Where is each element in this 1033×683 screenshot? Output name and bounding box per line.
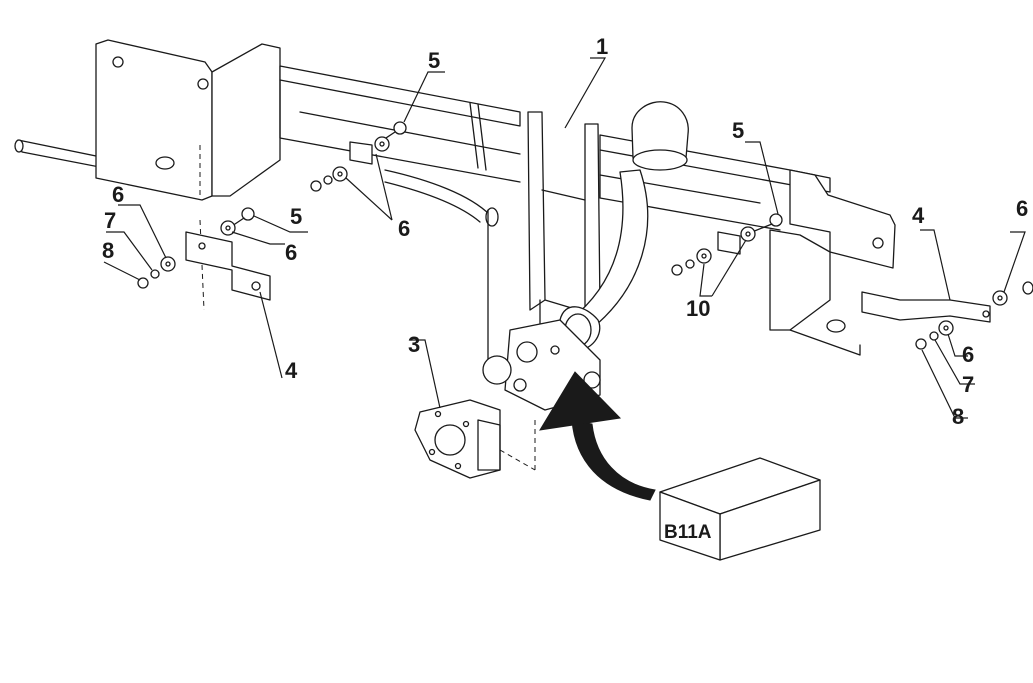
callout-6-left: 6 bbox=[112, 182, 124, 207]
right-bracket-plate bbox=[861, 291, 991, 323]
left-bracket-plate bbox=[185, 231, 271, 301]
spacer-plates bbox=[349, 141, 741, 255]
fastener-bolt-set-1 bbox=[310, 121, 407, 192]
callout-5-top: 5 bbox=[428, 48, 440, 73]
callout-4-right: 4 bbox=[912, 203, 925, 228]
fastener-bolt-set-4 bbox=[915, 281, 1033, 350]
crossbar-beam bbox=[95, 39, 896, 356]
callout-10: 10 bbox=[686, 296, 710, 321]
b11a-label: B11A bbox=[664, 522, 712, 543]
callout-6-left-bolt: 6 bbox=[285, 240, 297, 265]
callout-5-left: 5 bbox=[290, 204, 302, 229]
alignment-lines bbox=[199, 145, 536, 471]
callout-6-far-right: 6 bbox=[1016, 196, 1028, 221]
callout-6-right: 6 bbox=[962, 342, 974, 367]
callout-5-right: 5 bbox=[732, 118, 744, 143]
callout-6-center: 6 bbox=[398, 216, 410, 241]
callout-7-left: 7 bbox=[104, 208, 116, 233]
support-tube bbox=[384, 169, 499, 227]
fastener-bolt-set-2 bbox=[137, 207, 255, 289]
callout-labels: 1 3 4 4 5 5 5 6 6 6 6 6 7 7 8 8 10 bbox=[102, 34, 1028, 429]
callout-8-left: 8 bbox=[102, 238, 114, 263]
socket-plate bbox=[414, 399, 501, 479]
callout-8-right: 8 bbox=[952, 404, 964, 429]
callout-1: 1 bbox=[596, 34, 608, 59]
b11a-part-box: B11A bbox=[659, 457, 821, 561]
callout-3: 3 bbox=[408, 332, 420, 357]
leader-lines bbox=[103, 57, 1026, 419]
callout-7-right: 7 bbox=[962, 372, 974, 397]
fastener-bolt-set-3 bbox=[671, 213, 783, 276]
center-bracket bbox=[487, 111, 601, 401]
callout-4-left: 4 bbox=[285, 358, 298, 383]
insertion-arrow bbox=[539, 371, 656, 501]
